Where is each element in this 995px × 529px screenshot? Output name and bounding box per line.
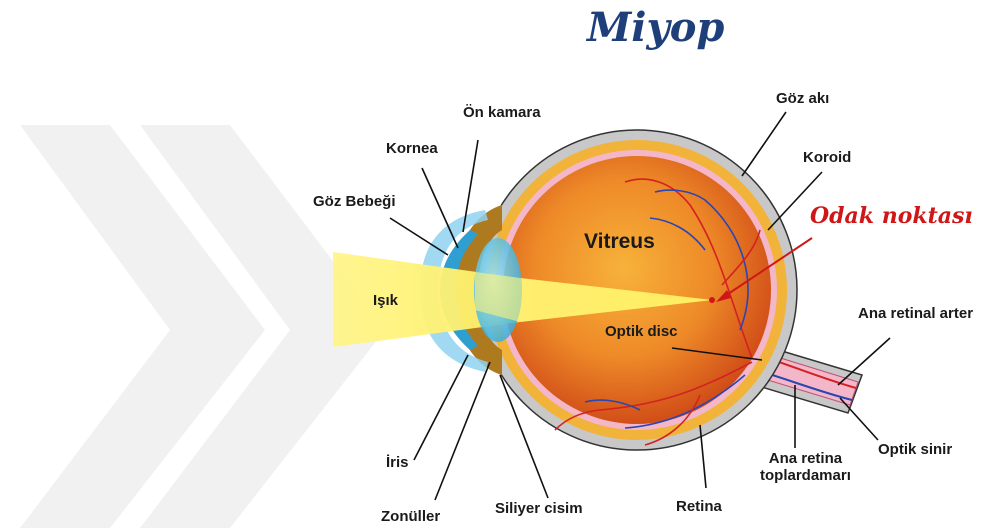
watermark-chevron bbox=[20, 125, 385, 528]
label-retina: Retina bbox=[676, 498, 722, 515]
label-isik: Işık bbox=[373, 292, 398, 309]
label-odak-noktasi: Odak noktası bbox=[810, 203, 973, 229]
label-optik-disc: Optik disc bbox=[605, 323, 678, 340]
label-ana-retina-line1: Ana retina bbox=[760, 450, 851, 467]
title: Miyop bbox=[587, 4, 724, 51]
label-optik-sinir: Optik sinir bbox=[878, 441, 952, 458]
label-koroid: Koroid bbox=[803, 149, 851, 166]
label-vitreus: Vitreus bbox=[584, 233, 655, 250]
label-goz-aki: Göz akı bbox=[776, 90, 829, 107]
label-iris: İris bbox=[386, 454, 409, 471]
label-kornea: Kornea bbox=[386, 140, 438, 157]
focal-point bbox=[709, 297, 715, 303]
label-ana-retina: Ana retina toplardamarı bbox=[760, 450, 851, 484]
label-ana-retinal-arter: Ana retinal arter bbox=[858, 305, 973, 322]
label-ana-retina-line2: toplardamarı bbox=[760, 467, 851, 484]
label-goz-bebegi: Göz Bebeği bbox=[313, 193, 396, 210]
label-on-kamara: Ön kamara bbox=[463, 104, 541, 121]
label-zonuller: Zonüller bbox=[381, 508, 440, 525]
label-siliyer-cisim: Siliyer cisim bbox=[495, 500, 583, 517]
